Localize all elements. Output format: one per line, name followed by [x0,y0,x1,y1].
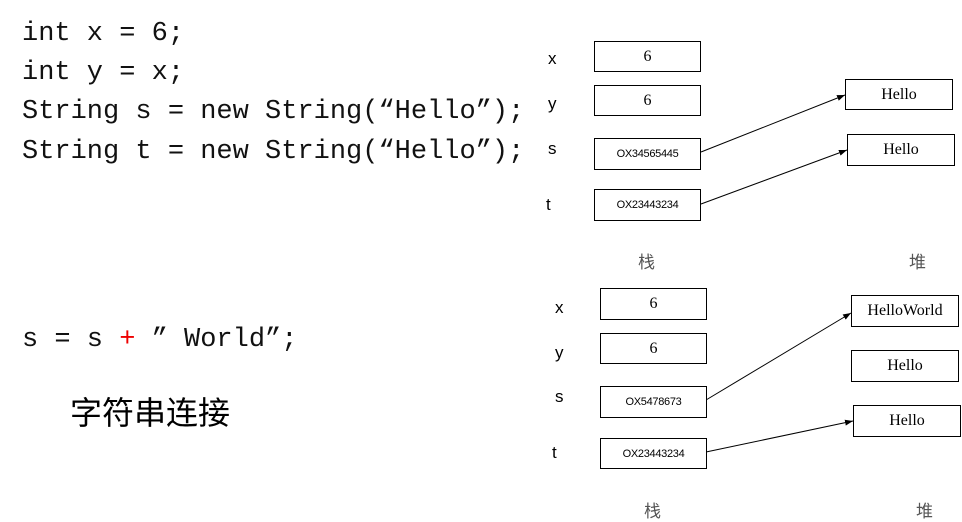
var-label: x [555,298,564,317]
var-label: y [555,343,564,362]
code-line-concat: s = s + ” World”; [22,324,297,356]
heap-object: HelloWorld [851,295,959,327]
var-label: s [555,387,564,406]
arrow-t-before [700,149,848,205]
arrow-s-before [700,94,846,153]
stack-cell: OX23443234 [594,189,701,221]
stack-cell: OX34565445 [594,138,701,170]
section-title: 字符串连接 [70,394,231,432]
var-label: t [552,443,557,462]
code-line: String t = new String(“Hello”); [22,137,525,167]
var-label: y [548,94,557,113]
code-line: int y = x; [22,58,185,88]
arrow-t-after [705,419,854,453]
plus-operator: + [119,325,136,355]
heap-object: Hello [853,405,961,437]
stack-cell: OX5478673 [600,386,707,418]
heap-caption: 堆 [909,253,926,273]
code-text: s = s [22,325,120,355]
code-line: String s = new String(“Hello”); [22,97,525,127]
heap-object: Hello [847,134,955,166]
var-label: s [548,139,557,158]
stack-caption: 栈 [638,253,655,273]
heap-caption: 堆 [916,502,933,522]
heap-object: Hello [851,350,959,382]
stack-cell: 6 [600,333,707,364]
code-text: ” World”; [135,325,298,355]
stack-cell: OX23443234 [600,438,707,469]
var-label: x [548,49,557,68]
heap-object: Hello [845,79,953,110]
stack-cell: 6 [594,41,701,72]
code-line: int x = 6; [22,19,185,49]
var-label: t [546,195,551,214]
arrow-s-after [705,312,852,401]
stack-cell: 6 [594,85,701,116]
stack-caption: 栈 [644,502,661,522]
stack-cell: 6 [600,288,707,320]
